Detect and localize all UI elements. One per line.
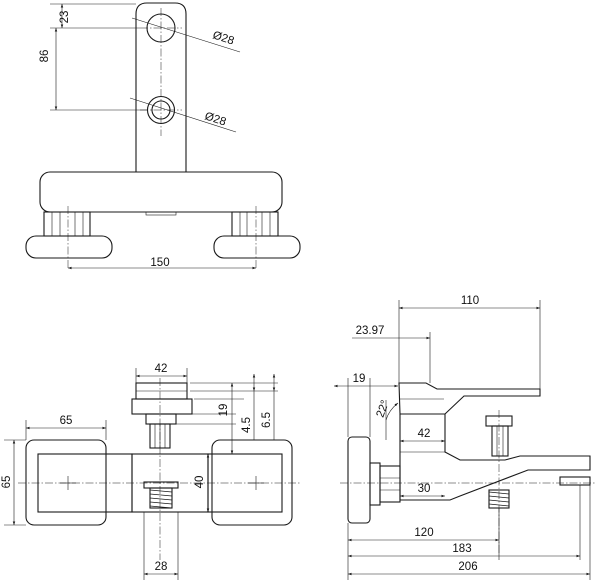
dim-23-97: 23.97 — [356, 325, 385, 337]
dim-42: 42 — [155, 363, 168, 375]
dim-183: 183 — [452, 543, 471, 555]
front-view: 65 65 42 19 4.5 6.5 40 28 — [1, 363, 300, 580]
side-inlet-ring — [369, 462, 381, 506]
dim-19: 19 — [218, 404, 230, 417]
top-view-slot — [145, 211, 177, 216]
dim-6-5: 6.5 — [261, 412, 273, 428]
front-cartridge — [131, 398, 193, 415]
angle-22: 22° — [375, 399, 392, 419]
dim-23: 23 — [59, 11, 71, 24]
dim-40: 40 — [194, 476, 206, 489]
dim-65-width: 65 — [60, 415, 73, 427]
dim-110: 110 — [461, 295, 479, 307]
side-inlet-nut — [379, 465, 401, 503]
dim-42-side: 42 — [418, 428, 431, 440]
dia-lower-leader — [129, 97, 237, 133]
dim-30: 30 — [418, 483, 431, 495]
side-spout-tip — [559, 476, 591, 486]
dim-120: 120 — [414, 527, 433, 539]
dia-upper-leader — [131, 17, 241, 53]
dim-19-side: 19 — [353, 373, 366, 385]
top-view: 23 86 Ø28 Ø28 150 — [25, 2, 301, 270]
side-wall-flange — [347, 436, 371, 524]
side-handle — [398, 382, 541, 415]
side-view: 110 23.97 19 22° 42 30 120 183 206 — [334, 295, 595, 580]
front-left-flange-outer — [25, 439, 107, 526]
top-view-body — [39, 171, 283, 213]
dia-upper: Ø28 — [211, 29, 235, 47]
dim-150: 150 — [150, 257, 169, 269]
left-flange — [25, 235, 113, 259]
dim-4-5: 4.5 — [241, 417, 253, 433]
side-body — [399, 414, 591, 501]
side-knob-stem — [491, 425, 509, 457]
dia-lower: Ø28 — [203, 110, 227, 128]
dim-206: 206 — [458, 561, 477, 573]
dim-86: 86 — [39, 50, 51, 63]
right-flange — [213, 235, 301, 259]
right-nut — [231, 211, 279, 237]
top-view-plate — [135, 2, 187, 172]
dim-28: 28 — [155, 561, 168, 573]
front-knob-top — [145, 413, 177, 425]
front-right-flange-outer — [211, 439, 293, 526]
dim-65-height: 65 — [1, 476, 13, 489]
